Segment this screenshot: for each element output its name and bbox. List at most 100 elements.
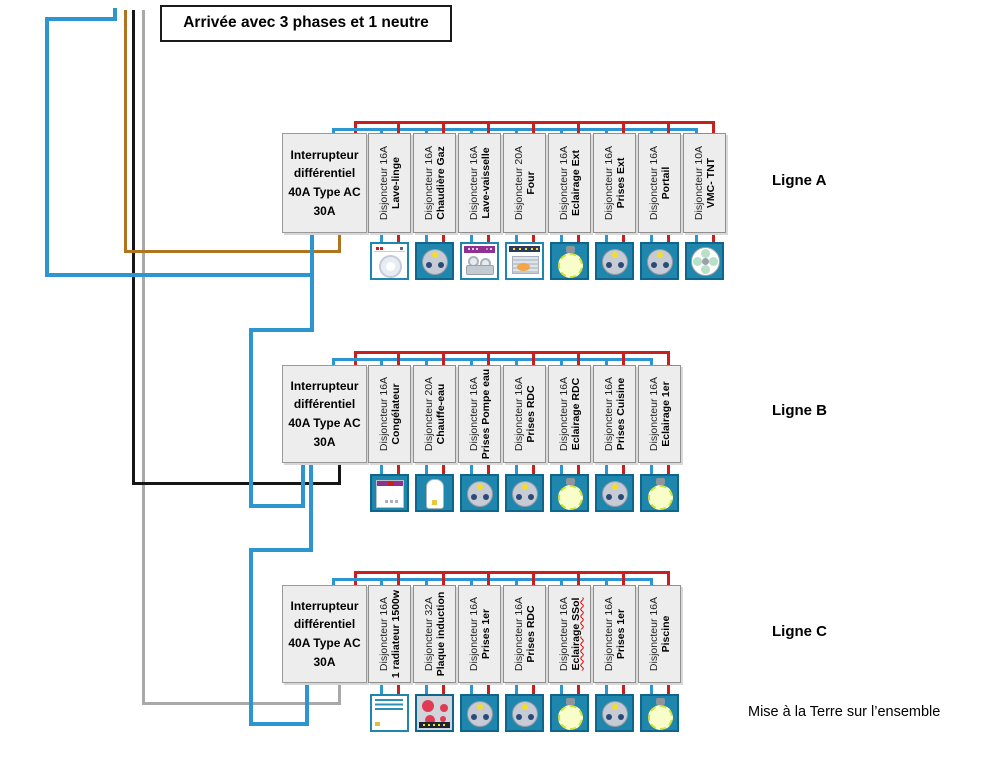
breaker-name: Eclairage 1er <box>659 381 671 447</box>
breaker-feed-wire <box>425 128 428 135</box>
breaker-feed-wire <box>650 462 653 476</box>
breaker-feed-wire <box>532 351 535 367</box>
breaker-feed-wire <box>712 232 715 244</box>
breaker-feed-wire <box>650 682 653 696</box>
breaker-feed-wire <box>425 358 428 367</box>
diff-line: différentiel <box>293 166 356 181</box>
breaker-feed-wire <box>515 358 518 367</box>
breaker-name: Congélateur <box>389 383 401 445</box>
bus-phase-red-b <box>354 351 670 354</box>
breaker-feed-wire <box>605 358 608 367</box>
breaker-name: Lave-vaisselle <box>479 147 491 219</box>
breaker-feed-wire <box>442 351 445 367</box>
breaker-rating: Disjoncteur 16A <box>422 145 434 221</box>
diff-line: Interrupteur <box>290 598 359 613</box>
breaker-feed-wire <box>442 232 445 244</box>
light-bulb-icon <box>640 474 679 512</box>
grounding-note: Mise à la Terre sur l’ensemble <box>748 704 941 720</box>
breaker-feed-wire <box>380 358 383 367</box>
socket-icon <box>460 474 499 512</box>
breaker-rating: Disjoncteur 16A <box>377 145 389 221</box>
breaker-name: Four <box>524 171 536 195</box>
bus-neutral-blue-a <box>332 128 335 135</box>
wire-neutral-blue <box>249 328 253 508</box>
wire-neutral-blue <box>301 463 305 508</box>
breaker-rating: Disjoncteur 16A <box>602 376 614 452</box>
breaker-rating: Disjoncteur 16A <box>467 145 479 221</box>
wire-phase-brown <box>124 250 341 253</box>
breaker-feed-wire <box>380 682 383 696</box>
wire-phase-gray <box>142 10 145 705</box>
wire-neutral-blue <box>45 273 314 277</box>
fan-icon <box>685 242 724 280</box>
breaker-feed-wire <box>605 128 608 135</box>
diff-line: différentiel <box>293 617 356 632</box>
breaker-rating: Disjoncteur 32A <box>422 596 434 672</box>
breaker-feed-wire <box>577 121 580 135</box>
breaker-name: Portail <box>659 166 671 200</box>
radiator-icon <box>370 694 409 732</box>
breaker-name: Prises RDC <box>524 385 536 443</box>
breaker-name: Eclairage SSol <box>569 597 581 671</box>
breaker-name: Plaque induction <box>434 591 446 677</box>
breaker-feed-wire <box>442 462 445 476</box>
breaker-feed-wire <box>532 232 535 244</box>
bus-phase-red-c <box>354 571 670 574</box>
breaker-feed-wire <box>605 682 608 696</box>
socket-icon <box>595 474 634 512</box>
washing-machine-icon <box>370 242 409 280</box>
breaker-feed-wire <box>397 351 400 367</box>
breaker-rating: Disjoncteur 16A <box>647 596 659 672</box>
breaker-feed-wire <box>470 682 473 696</box>
breaker-feed-wire <box>397 571 400 587</box>
breaker-feed-wire <box>487 121 490 135</box>
breaker-feed-wire <box>667 571 670 587</box>
breaker-feed-wire <box>487 351 490 367</box>
title-box: Arrivée avec 3 phases et 1 neutre <box>160 5 452 42</box>
breaker-feed-wire <box>425 232 428 244</box>
breaker-feed-wire <box>425 462 428 476</box>
diff-line: 30A <box>313 203 336 218</box>
title-text: Arrivée avec 3 phases et 1 neutre <box>183 14 429 31</box>
breaker-feed-wire <box>442 121 445 135</box>
breaker-feed-wire <box>442 571 445 587</box>
breaker-feed-wire <box>397 232 400 244</box>
freezer-icon <box>370 474 409 512</box>
breaker-feed-wire <box>622 232 625 244</box>
breaker-feed-wire <box>560 232 563 244</box>
breaker-feed-wire <box>397 462 400 476</box>
light-bulb-icon <box>640 694 679 732</box>
breaker-name: VMC- TNT <box>704 157 716 209</box>
breaker-feed-wire <box>650 232 653 244</box>
breaker-rating: Disjoncteur 16A <box>467 596 479 672</box>
line-label-a: Ligne A <box>772 172 827 189</box>
breaker-name: Chaudière Gaz <box>434 146 446 220</box>
breaker-rating: Disjoncteur 16A <box>602 145 614 221</box>
differential-switch-c: Interrupteur différentiel 40A Type AC 30… <box>282 585 367 683</box>
breaker-feed-wire <box>622 571 625 587</box>
breaker-feed-wire <box>605 462 608 476</box>
breaker-feed-wire <box>560 358 563 367</box>
light-bulb-icon <box>550 694 589 732</box>
breaker-feed-wire <box>560 682 563 696</box>
dishwasher-icon <box>460 242 499 280</box>
wire-phase-brown <box>338 233 341 253</box>
breaker-feed-wire <box>605 578 608 587</box>
wire-neutral-blue <box>113 8 117 20</box>
breaker-feed-wire <box>650 358 653 367</box>
wire-neutral-blue <box>310 233 314 332</box>
breaker-feed-wire <box>442 682 445 696</box>
breaker-rating: Disjoncteur 10A <box>692 145 704 221</box>
diff-line: Interrupteur <box>290 378 359 393</box>
wire-phase-gray <box>142 702 341 705</box>
wire-neutral-blue <box>249 722 309 726</box>
